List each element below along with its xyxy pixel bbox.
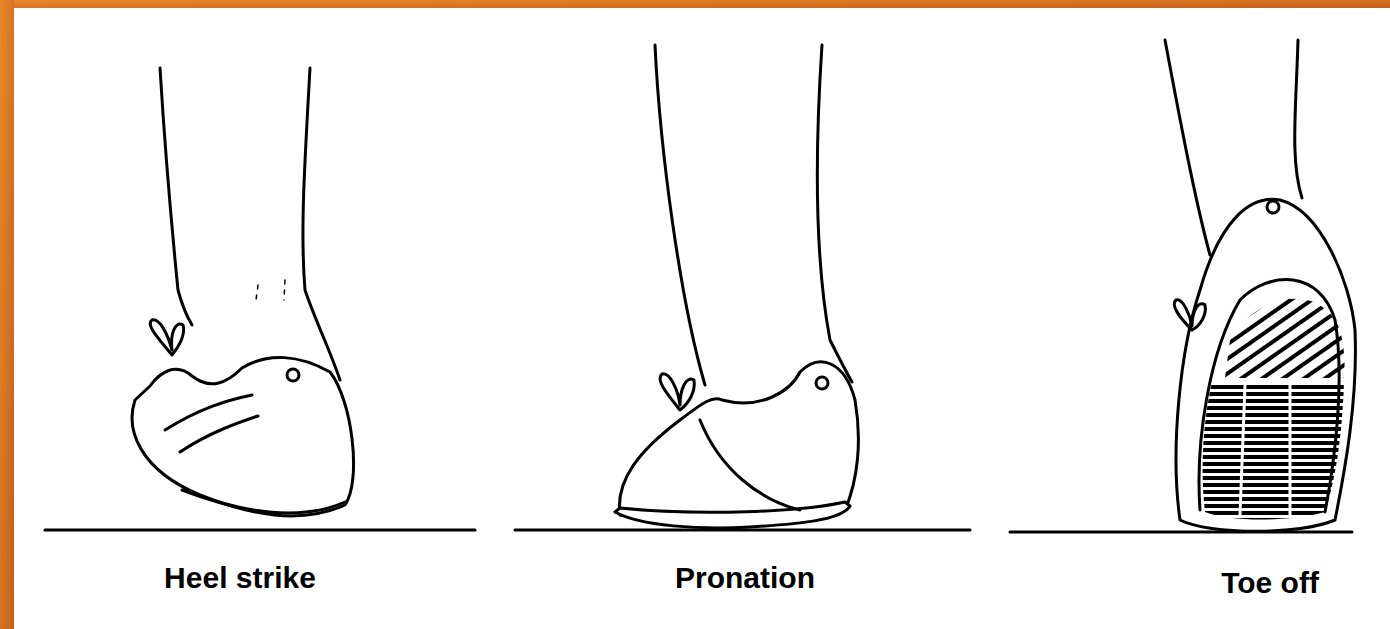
ground-line <box>1010 531 1352 534</box>
phase-label: Toe off <box>1221 566 1319 600</box>
phase-label: Heel strike <box>164 561 316 595</box>
left-border <box>0 0 14 629</box>
pronation-figure <box>615 45 858 528</box>
toe-off-figure <box>1165 40 1355 531</box>
ground-line <box>515 529 970 532</box>
top-border <box>0 0 1390 8</box>
ground-line <box>45 529 475 532</box>
phase-label: Pronation <box>675 561 815 595</box>
heel-strike-figure <box>132 68 353 516</box>
